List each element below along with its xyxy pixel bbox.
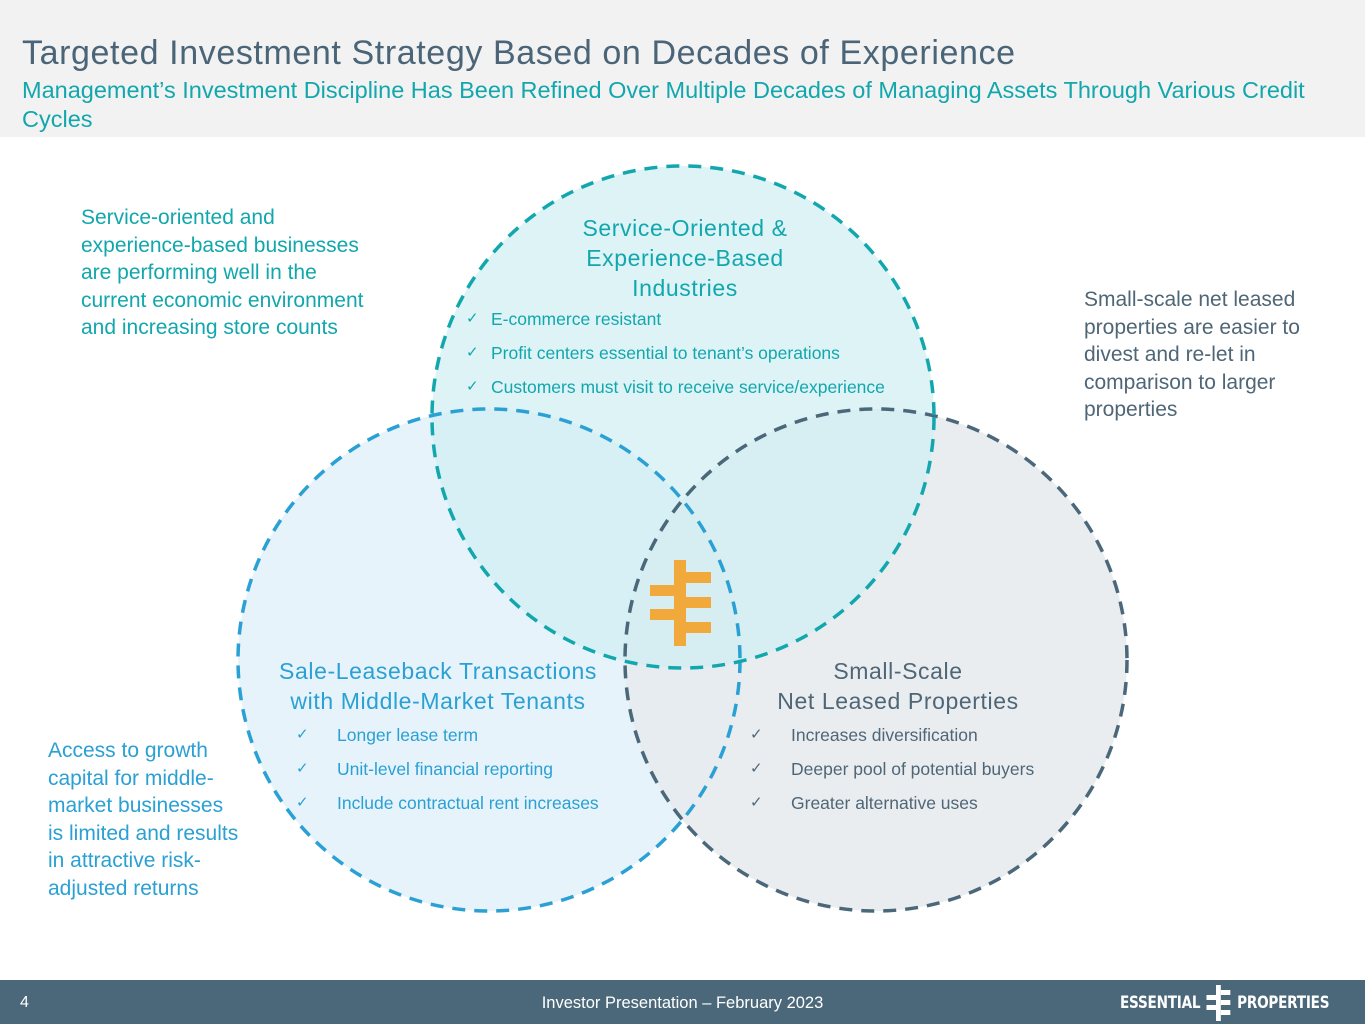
bullet-text: Increases diversification [791,725,978,745]
check-icon: ✓ [466,343,479,361]
bullet-text: E-commerce resistant [491,309,662,329]
venn-diagram [236,164,1129,913]
bullet-text: Deeper pool of potential buyers [791,759,1035,779]
circle-service-outline [430,164,936,670]
check-icon: ✓ [750,759,763,777]
bullet-text: Greater alternative uses [791,793,978,813]
title-line: with Middle-Market Tenants [290,688,586,714]
slide-header: Targeted Investment Strategy Based on De… [0,0,1365,137]
check-icon: ✓ [296,759,309,777]
bullet-list-small-scale: ✓ Increases diversification ✓ Deeper pool … [750,725,1034,827]
check-icon: ✓ [466,377,479,395]
bullet-text: Unit-level financial reporting [337,759,553,779]
slide-footer: 4 Investor Presentation – February 2023 … [0,980,1365,1024]
title-line: Sale-Leaseback Transactions [279,658,597,684]
list-item: ✓ E-commerce resistant [466,309,885,343]
footer-text: Investor Presentation – February 2023 [541,994,824,1012]
brand-name-right: PROPERTIES [1237,993,1330,1013]
list-item: ✓ Longer lease term [296,725,599,759]
bullet-text: Customers must visit to receive service/… [491,377,885,397]
list-item: ✓ Profit centers essential to tenant’s op… [466,343,885,377]
title-line: Small-Scale [833,658,963,684]
title-line: Experience-Based [586,245,784,271]
list-item: ✓ Include contractual rent increases [296,793,599,827]
note-small-scale: Small-scale net leased properties are ea… [1084,288,1300,421]
circle-title-small-scale: Small-Scale Net Leased Properties [748,656,1048,716]
slide-title: Targeted Investment Strategy Based on De… [22,34,1016,72]
title-line: Net Leased Properties [777,688,1019,714]
bullet-text: Profit centers essential to tenant’s ope… [491,343,840,363]
circle-small-scale-outline [623,407,1129,913]
check-icon: ✓ [466,309,479,327]
list-item: ✓ Unit-level financial reporting [296,759,599,793]
list-item: ✓ Greater alternative uses [750,793,1034,827]
page-number: 4 [20,994,29,1011]
list-item: ✓ Customers must visit to receive service… [466,377,885,411]
bullet-list-service: ✓ E-commerce resistant ✓ Profit centers es… [466,309,885,411]
circle-title-service: Service-Oriented & Experience-Based Indu… [535,213,835,303]
note-service: Service-oriented and experience-based bu… [81,206,364,339]
title-line: Service-Oriented & [582,215,788,241]
list-item: ✓ Deeper pool of potential buyers [750,759,1034,793]
check-icon: ✓ [750,725,763,743]
brand-name-left: ESSENTIAL [1120,993,1201,1013]
bullet-list-sale-leaseback: ✓ Longer lease term ✓ Unit-level financial… [296,725,599,827]
essential-logo-icon [650,560,711,646]
note-sale-leaseback: Access to growth capital for middle-mark… [48,739,239,900]
essential-logo-icon [1206,985,1231,1021]
bullet-text: Longer lease term [337,725,479,745]
brand-logo: ESSENTIAL PROPERTIES [1120,985,1330,1021]
list-item: ✓ Increases diversification [750,725,1034,759]
bullet-text: Include contractual rent increases [337,793,599,813]
circle-service [432,166,934,668]
check-icon: ✓ [296,793,309,811]
slide-subtitle: Management’s Investment Discipline Has B… [22,77,1305,132]
title-line: Industries [632,275,738,301]
circle-title-sale-leaseback: Sale-Leaseback Transactions with Middle-… [258,656,618,716]
check-icon: ✓ [296,725,309,743]
check-icon: ✓ [750,793,763,811]
